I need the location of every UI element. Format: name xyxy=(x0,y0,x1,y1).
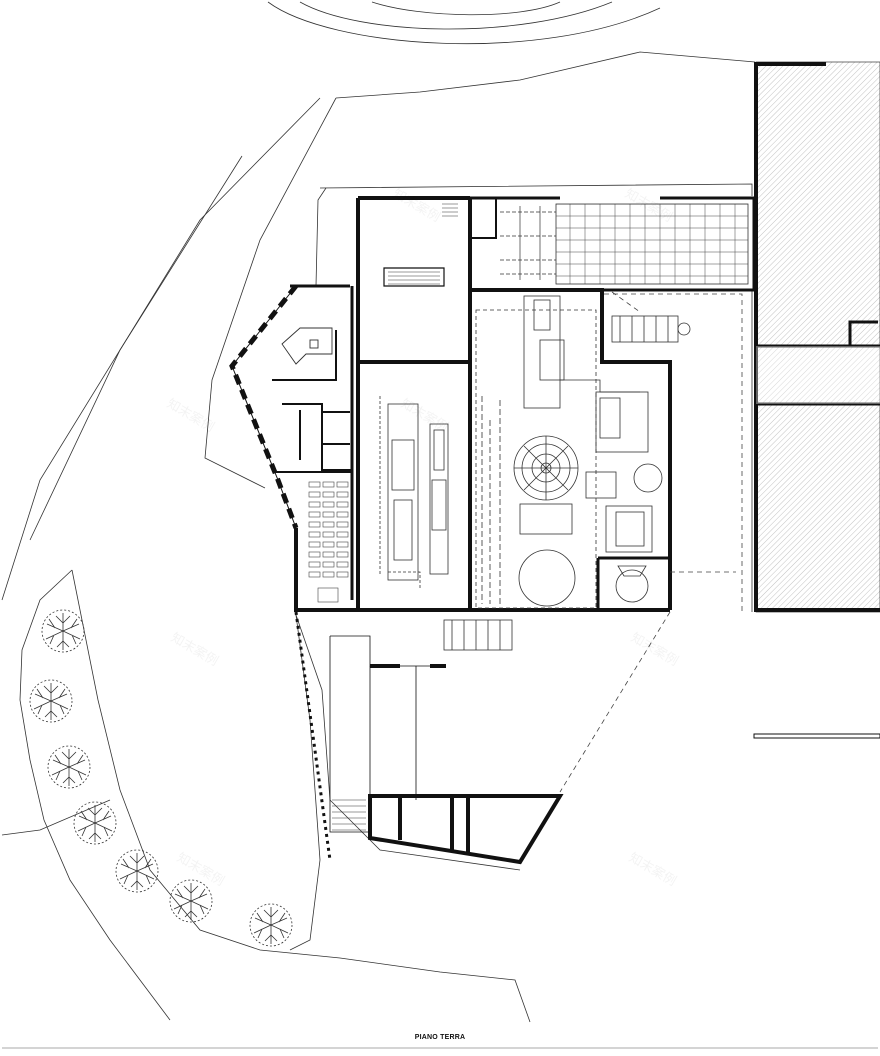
seating-area xyxy=(308,478,350,603)
watermark-text: 知末案例 xyxy=(174,850,227,890)
tree-icon xyxy=(73,801,117,845)
watermark-text: 知末案例 xyxy=(626,850,679,890)
reception-desk xyxy=(281,327,333,365)
site-terrain-lines xyxy=(1,1,756,1023)
tank-equipment xyxy=(443,315,691,651)
watermark-text: 知末案例 xyxy=(390,186,443,226)
trees xyxy=(29,609,293,947)
tree-icon xyxy=(29,679,73,723)
main-building-walls xyxy=(272,196,756,612)
machinery-equipment xyxy=(475,295,663,609)
watermark-text: 知末案例 xyxy=(398,396,451,436)
generator-equipment xyxy=(379,396,449,590)
adjacent-building xyxy=(754,61,880,613)
watermark-text: 知末案例 xyxy=(168,630,221,670)
watermark-text: 知末案例 xyxy=(628,630,681,670)
drawing-caption: PIANO TERRA xyxy=(414,1034,466,1041)
stairs xyxy=(332,203,458,831)
west-facade xyxy=(229,284,332,861)
south-annex xyxy=(329,635,880,865)
tree-icon xyxy=(41,609,85,653)
tree-icon xyxy=(249,903,293,947)
technical-grid-north xyxy=(500,203,749,285)
tree-icon xyxy=(115,849,159,893)
podium-outline xyxy=(315,183,753,612)
canopy-projection xyxy=(559,291,743,793)
tree-icon xyxy=(47,745,91,789)
